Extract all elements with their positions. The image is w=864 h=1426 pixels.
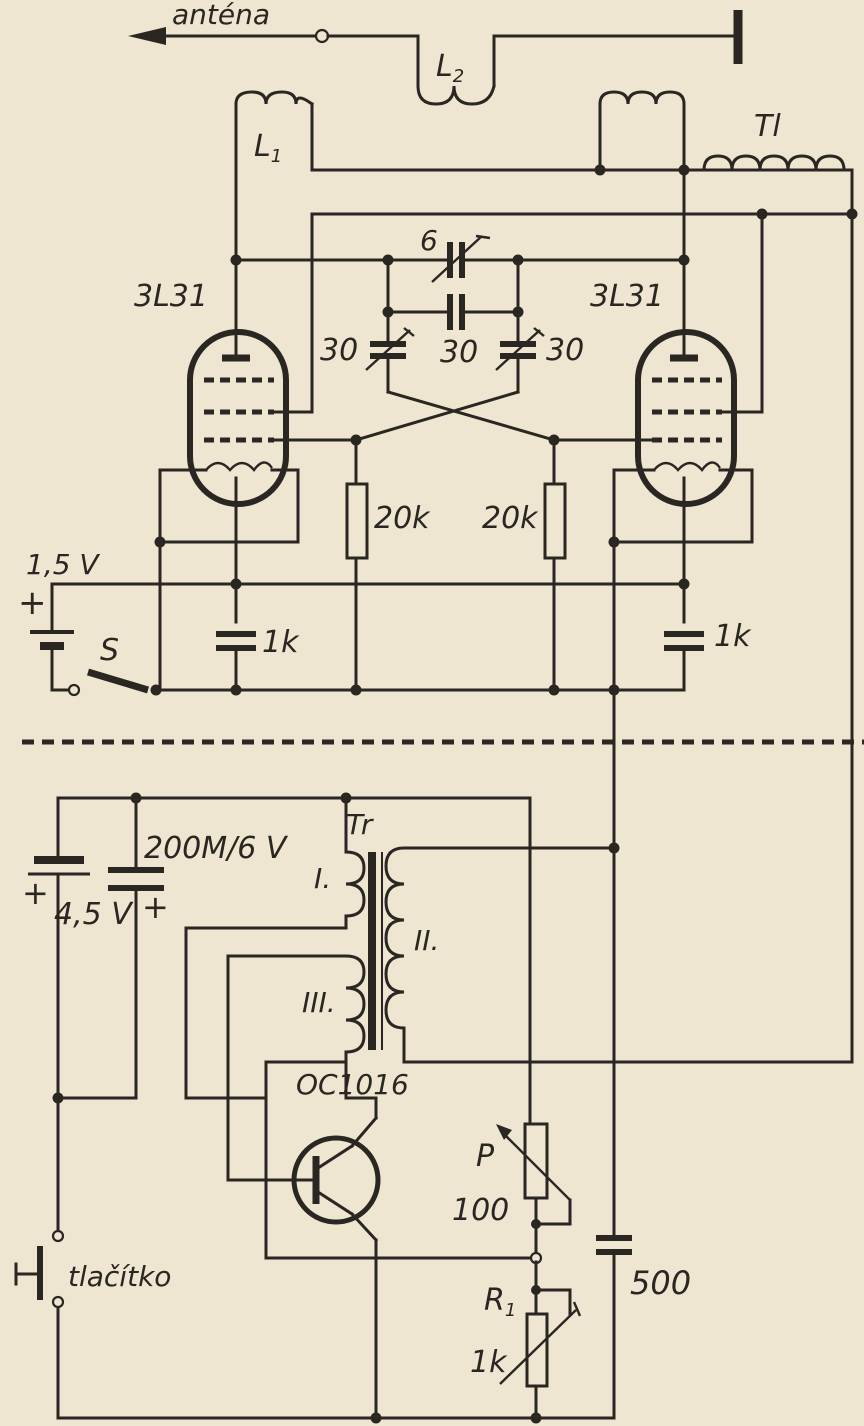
label-pot-p: P [476,1139,495,1174]
tank-section [234,90,858,1064]
label-res-r1: R1 [484,1283,516,1321]
label-res-20k-left: 20k [374,501,431,536]
coil-right-tank [598,90,686,106]
labels: anténa L2 L1 Tl 6 3L31 3L31 30 30 30 20k… [18,0,781,1380]
label-tl: Tl [754,109,781,144]
label-pot-p-value: 100 [452,1193,509,1228]
label-supply-voltage: 1,5 V [26,548,100,581]
label-cap-30-left: 30 [320,333,358,368]
label-battery-plus: + [22,874,49,912]
switch-s [86,668,150,694]
label-cap-200m-plus: + [142,888,169,926]
bias-and-supply [30,438,686,697]
coil-l2 [416,84,496,106]
capacitor-network [230,234,690,442]
potentiometer-p [523,1122,549,1200]
label-transistor: OC1016 [296,1068,409,1101]
label-switch: S [100,633,119,668]
tube-right [548,329,754,692]
label-button: tlačítko [68,1260,171,1293]
tube-left [154,258,362,692]
label-res-20k-right: 20k [482,501,539,536]
label-res-r1-value: 1k [470,1345,508,1380]
label-transformer: Tr [346,808,374,841]
label-winding-2: II. [414,924,439,957]
label-cap-200m: 200M/6 V [144,831,289,866]
label-l2: L2 [436,49,464,87]
winding-i [344,850,366,918]
label-cap-30-mid: 30 [440,335,478,370]
coil-l1 [234,90,315,107]
modulator-section [14,688,854,1424]
label-cap-30-right: 30 [546,333,584,368]
antenna-arrow-icon [128,27,166,45]
antenna-section [128,10,743,106]
resistor-r1 [525,1312,549,1388]
label-winding-3: III. [302,986,336,1019]
label-tube-right: 3L31 [590,279,664,314]
label-supply-plus: + [18,583,47,623]
winding-iii [344,954,366,1054]
choke-tl [702,154,846,172]
label-tube-left: 3L31 [134,279,208,314]
label-cap-500: 500 [630,1264,691,1302]
label-winding-1: I. [314,862,331,895]
label-cap-1k-right: 1k [714,619,752,654]
antenna-terminal [314,28,330,44]
label-cap-6: 6 [420,224,438,257]
label-antenna: anténa [172,0,270,31]
switch-terminal [67,683,81,697]
label-battery-45: 4,5 V [54,897,134,932]
resistor-20k-left [345,482,369,560]
label-l1: L1 [254,129,282,167]
transistor-oc1016 [291,1135,381,1225]
winding-ii [384,846,406,1030]
resistor-20k-right [543,482,567,560]
label-cap-1k-left: 1k [262,625,300,660]
